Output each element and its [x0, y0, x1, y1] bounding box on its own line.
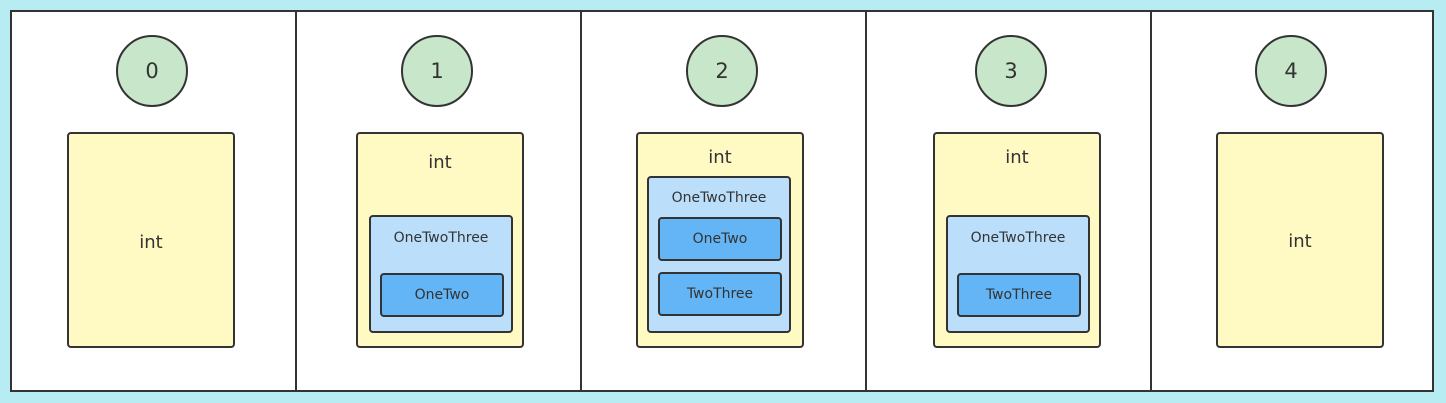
int-label: int [708, 147, 732, 168]
int-label: int [139, 232, 163, 253]
one-two-label: OneTwo [692, 231, 748, 247]
two-three-label: TwoThree [686, 286, 754, 302]
panel-1: 1 int OneTwoThree OneTwo [297, 12, 580, 390]
panel-divider [580, 12, 582, 390]
int-box: int OneTwoThree OneTwo [356, 132, 524, 348]
panel-divider [1150, 12, 1152, 390]
one-two-three-box: OneTwoThree TwoThree [946, 215, 1090, 333]
two-three-box: TwoThree [957, 273, 1081, 317]
int-label: int [1005, 147, 1029, 168]
index-circle: 3 [975, 35, 1047, 107]
one-two-box: OneTwo [380, 273, 504, 317]
int-box: int OneTwoThree OneTwo TwoThree [636, 132, 804, 348]
index-label: 3 [1004, 59, 1018, 83]
int-label: int [1288, 231, 1312, 252]
index-label: 0 [145, 59, 159, 83]
index-circle: 4 [1255, 35, 1327, 107]
panel-2: 2 int OneTwoThree OneTwo TwoThree [582, 12, 865, 390]
one-two-three-box: OneTwoThree OneTwo TwoThree [647, 176, 791, 333]
index-circle: 0 [116, 35, 188, 107]
two-three-label: TwoThree [985, 287, 1053, 303]
panel-3: 3 int OneTwoThree TwoThree [867, 12, 1150, 390]
panel-divider [295, 12, 297, 390]
two-three-box: TwoThree [658, 272, 782, 316]
diagram-board: 0 int 1 int OneTwoThree OneTwo 2 int [10, 10, 1434, 392]
panel-0: 0 int [12, 12, 295, 390]
index-label: 1 [430, 59, 444, 83]
index-circle: 1 [401, 35, 473, 107]
int-box: int [67, 132, 235, 348]
panel-divider [865, 12, 867, 390]
one-two-three-box: OneTwoThree OneTwo [369, 215, 513, 333]
int-label: int [428, 152, 452, 173]
one-two-box: OneTwo [658, 217, 782, 261]
index-label: 2 [715, 59, 729, 83]
one-two-three-label: OneTwoThree [970, 230, 1066, 246]
one-two-label: OneTwo [414, 287, 470, 303]
int-box: int OneTwoThree TwoThree [933, 132, 1101, 348]
index-label: 4 [1284, 59, 1298, 83]
panel-4: 4 int [1152, 12, 1432, 390]
index-circle: 2 [686, 35, 758, 107]
one-two-three-label: OneTwoThree [671, 190, 767, 206]
int-box: int [1216, 132, 1384, 348]
one-two-three-label: OneTwoThree [393, 230, 489, 246]
